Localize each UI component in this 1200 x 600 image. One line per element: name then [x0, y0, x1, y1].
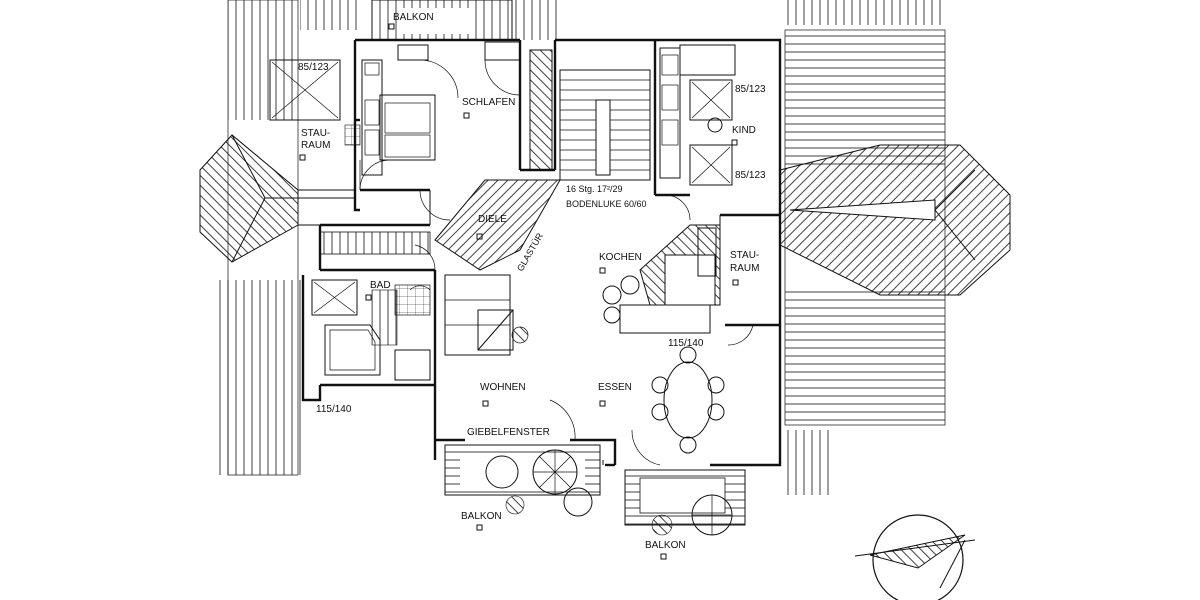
label-window-kind-1: 85/123 — [735, 84, 766, 95]
bathroom — [311, 231, 431, 381]
label-giebelfenster: GIEBELFENSTER — [467, 427, 550, 438]
doors — [359, 159, 754, 466]
balcony-bottom-right — [624, 469, 746, 536]
label-kind: KIND — [732, 125, 756, 136]
label-stairs: 16 Stg. 17²/29 — [566, 184, 623, 194]
right-dormer — [779, 144, 1011, 296]
stairs — [434, 69, 651, 271]
label-window-kind-2: 85/123 — [735, 170, 766, 181]
label-bodenluke: BODENLUKE 60/60 — [566, 199, 647, 209]
balcony-top — [371, 0, 513, 41]
label-stauraum-right-2: RAUM — [730, 263, 759, 274]
label-stauraum-left-2: RAUM — [301, 140, 330, 151]
outer-walls — [301, 38, 782, 467]
kitchen — [444, 224, 721, 356]
label-window-kochen: 115/140 — [668, 338, 704, 349]
label-bad: BAD — [370, 280, 391, 291]
label-diele: DIELE — [478, 214, 507, 225]
label-stauraum-right-1: STAU- — [730, 250, 759, 261]
label-kochen: KOCHEN — [599, 252, 642, 263]
label-essen: ESSEN — [598, 382, 632, 393]
label-balkon-bottom-right: BALKON — [645, 540, 686, 551]
label-stauraum-left-1: STAU- — [301, 128, 330, 139]
room-markers — [299, 23, 739, 560]
label-wohnen: WOHNEN — [480, 382, 526, 393]
roof-right — [784, 0, 946, 495]
kids-room-furniture — [659, 44, 736, 186]
label-balkon-bottom-left: BALKON — [461, 511, 502, 522]
balcony-bottom-left — [444, 444, 601, 517]
label-balkon-top: BALKON — [393, 12, 434, 23]
bedroom-furniture — [269, 41, 553, 176]
north-arrow-icon — [854, 514, 976, 600]
left-dormer — [199, 134, 355, 263]
label-window-top-left: 85/123 — [298, 62, 329, 73]
label-schlafen: SCHLAFEN — [462, 97, 515, 108]
roof-left — [218, 0, 560, 476]
dining-table — [651, 346, 725, 454]
label-window-bad: 115/140 — [316, 404, 352, 415]
